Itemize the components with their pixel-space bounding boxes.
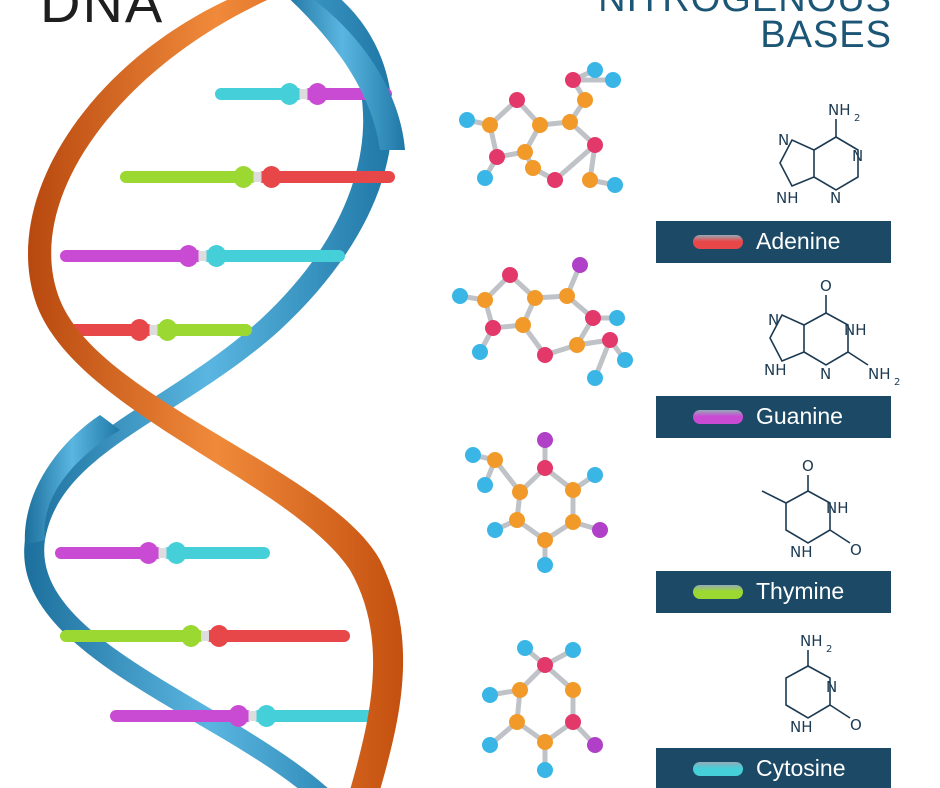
base-pair-rungs [55, 83, 395, 727]
thymine-swatch [693, 585, 743, 599]
adenine-name: Adenine [756, 228, 841, 254]
label-guanine: Guanine [656, 396, 891, 438]
bases-title-line2: BASES [760, 14, 892, 56]
guanine-formula: O N NH NH N NH 2 [764, 277, 900, 388]
cytosine-o: O [850, 716, 862, 734]
guanine-name: Guanine [756, 403, 843, 429]
base-pair-2 [120, 166, 395, 188]
dna-title: DNA [40, 0, 165, 34]
base-pair-7 [110, 705, 395, 727]
thymine-o-bottom: O [850, 541, 862, 559]
adenine-n7: N [778, 131, 789, 149]
adenine-n3: N [830, 189, 841, 207]
blue-strand-front-top [290, 0, 405, 150]
bases-title-line1: NITROGENOUS [598, 0, 892, 21]
thymine-formula: O NH NH O [761, 457, 862, 561]
cytosine-nh2-subscript: 2 [826, 644, 832, 655]
cytosine-n3: N [826, 678, 837, 696]
thymine-nh3: NH [826, 499, 849, 517]
cytosine-swatch [693, 762, 743, 776]
guanine-molecule [452, 257, 633, 386]
guanine-nh1: NH [844, 321, 867, 339]
blue-strand-front-bottom [24, 415, 120, 545]
guanine-nh9: NH [764, 361, 787, 379]
thymine-nh1: NH [790, 543, 813, 561]
label-adenine: Adenine [656, 221, 891, 263]
dna-helix-illustration [24, 0, 405, 788]
adenine-nh9: NH [776, 189, 799, 207]
adenine-nh2-label: NH [828, 101, 851, 119]
cytosine-molecule [482, 640, 603, 778]
guanine-o-label: O [820, 277, 832, 295]
thymine-o-top: O [802, 457, 814, 475]
guanine-nh2-subscript: 2 [894, 377, 900, 388]
cytosine-name: Cytosine [756, 755, 846, 781]
label-thymine: Thymine [656, 571, 891, 613]
adenine-molecule [459, 62, 623, 193]
base-pair-5 [55, 542, 270, 564]
thymine-name: Thymine [756, 578, 845, 604]
guanine-swatch [693, 410, 743, 424]
base-pair-6 [60, 625, 350, 647]
adenine-nh2-subscript: 2 [854, 113, 860, 124]
cytosine-formula: NH 2 N NH O [785, 632, 862, 736]
base-pair-3 [60, 245, 345, 267]
adenine-n1: N [852, 147, 863, 165]
orange-strand-front [27, 0, 404, 788]
guanine-n7: N [768, 311, 779, 329]
cytosine-nh2-label: NH [800, 632, 823, 650]
adenine-swatch [693, 235, 743, 249]
molecule-models [452, 62, 633, 778]
label-cytosine: Cytosine [656, 748, 891, 788]
guanine-nh2-label: NH [868, 365, 891, 383]
cytosine-nh1: NH [790, 718, 813, 736]
base-pair-4 [55, 319, 252, 341]
guanine-n3: N [820, 365, 831, 383]
adenine-formula: NH 2 N N N NH [776, 101, 863, 207]
thymine-molecule [465, 432, 608, 573]
